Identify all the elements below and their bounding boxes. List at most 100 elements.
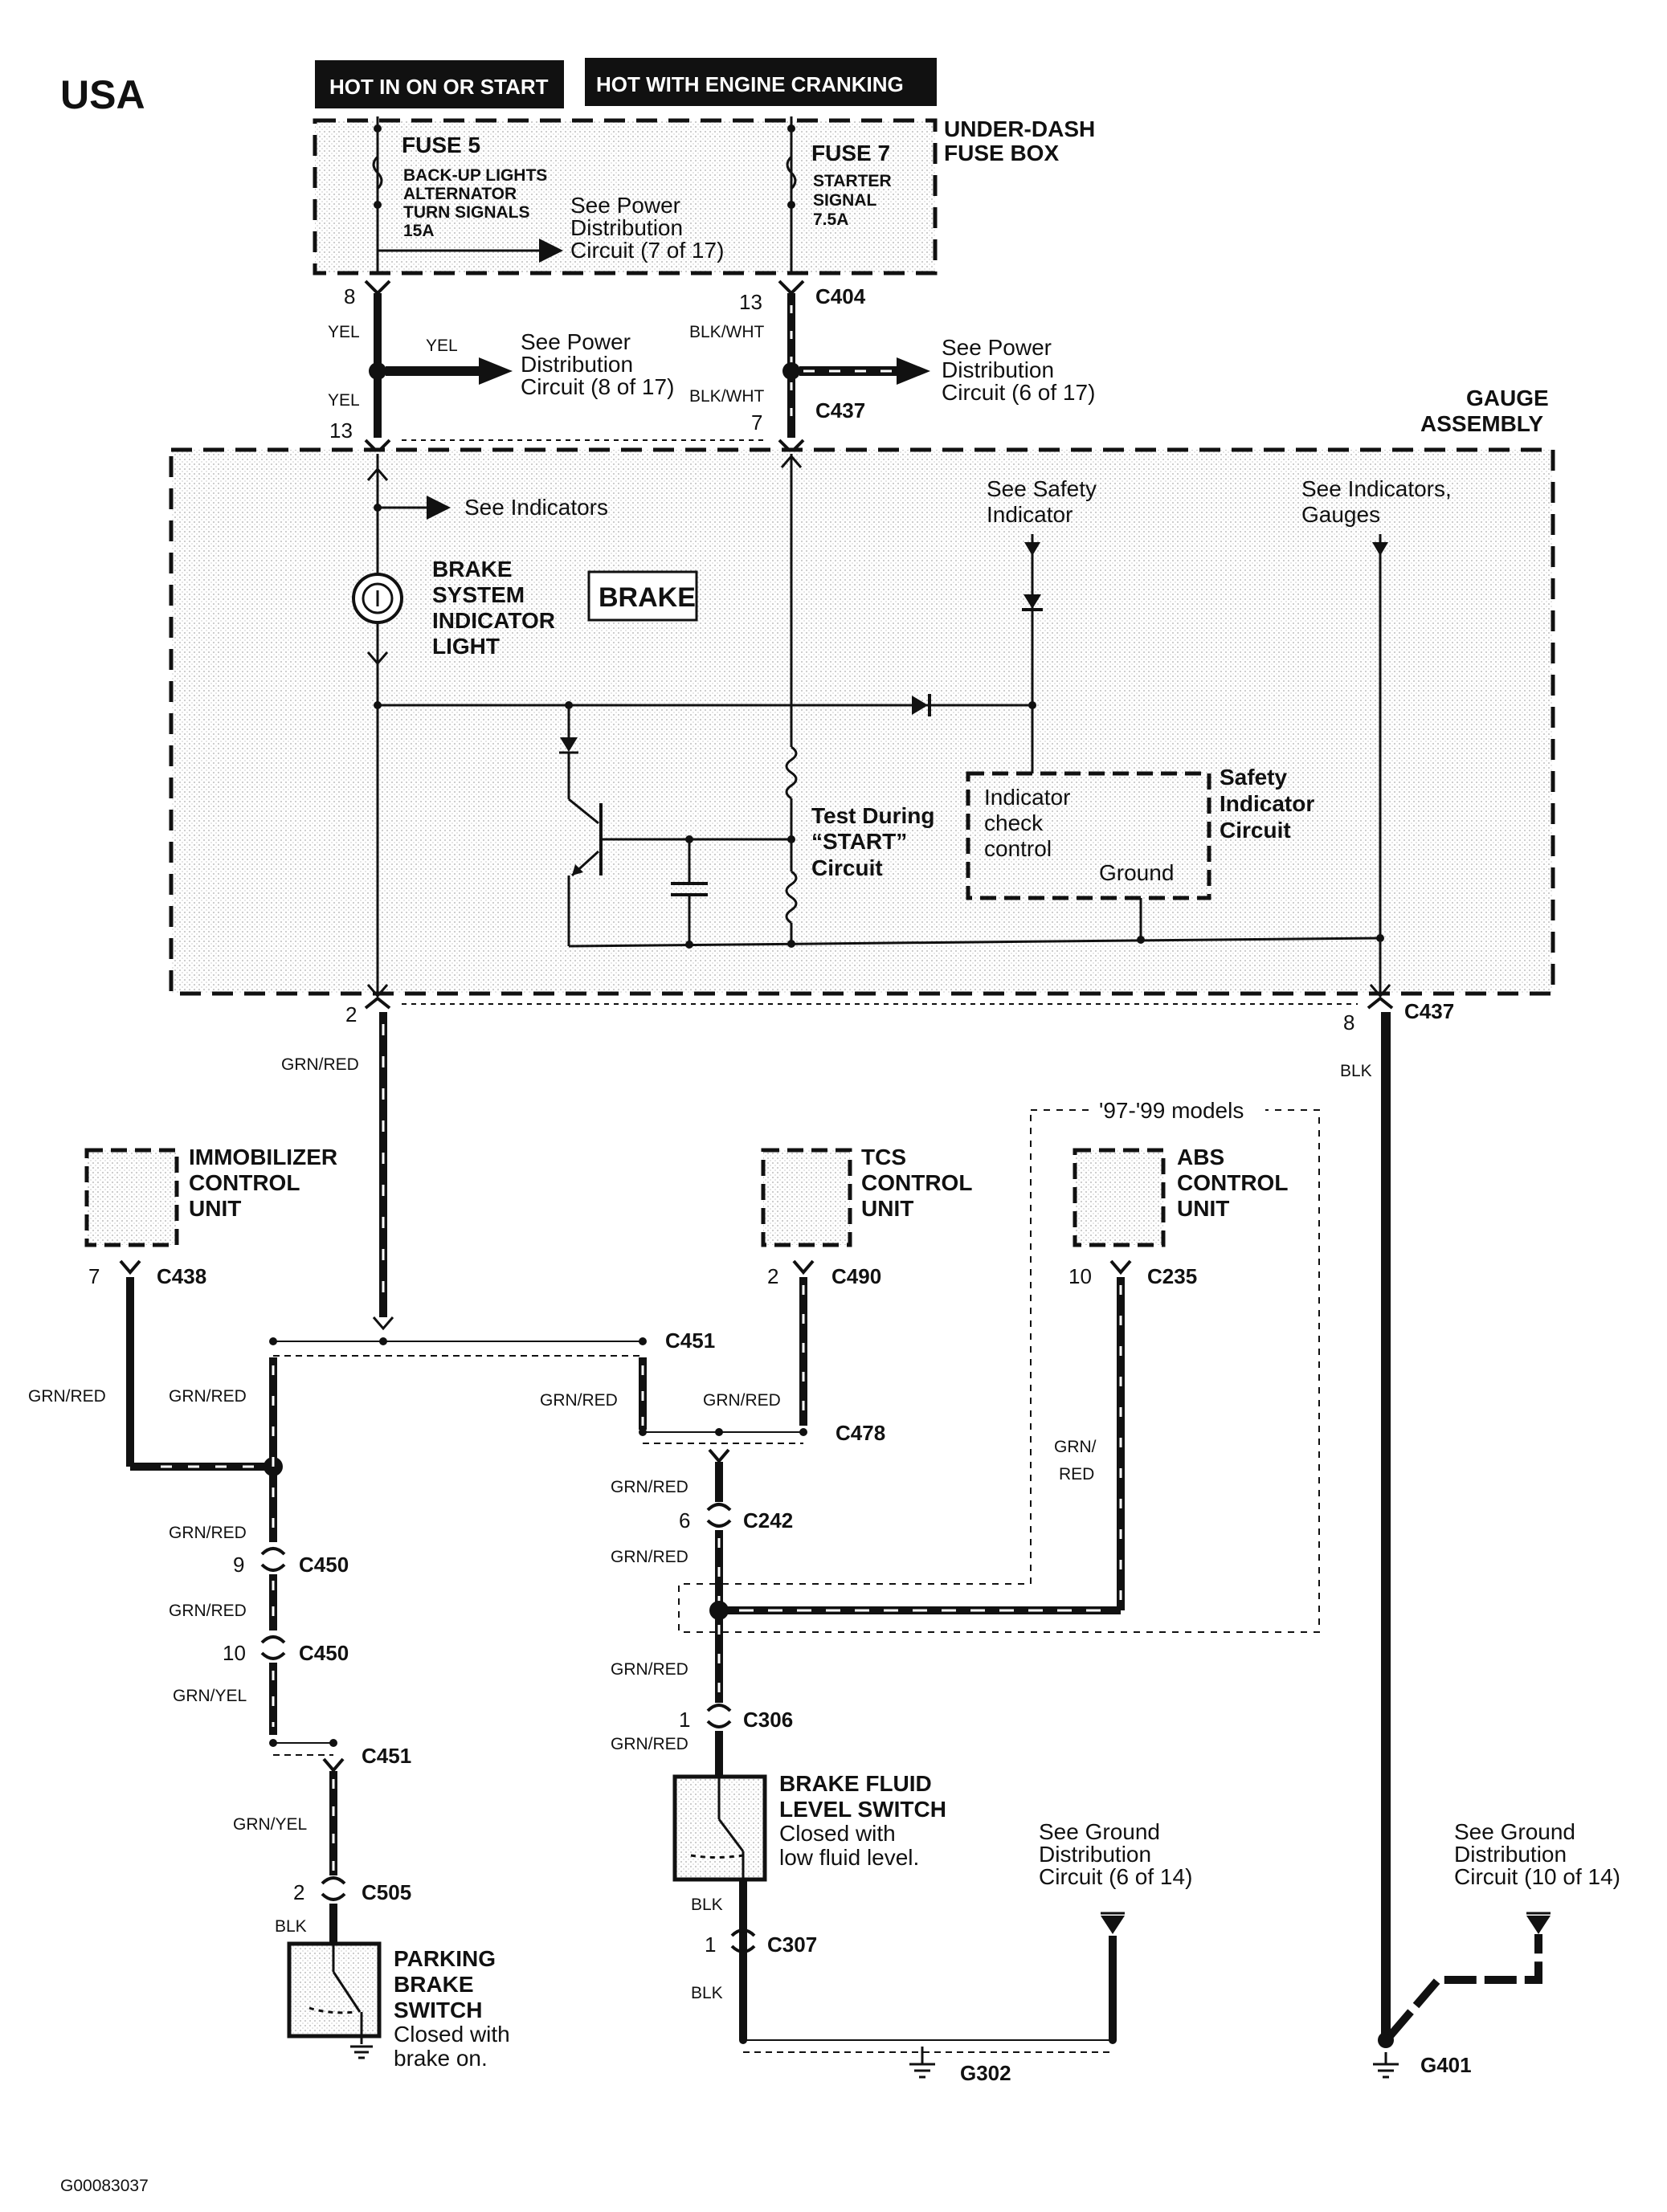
diode-transistor-icon (560, 737, 578, 752)
c490-connector-icon (792, 1259, 815, 1275)
hot-cranking-label: HOT WITH ENGINE CRANKING (596, 72, 904, 96)
safety-circuit-line1: Safety (1220, 765, 1287, 790)
c490-label: C490 (831, 1264, 881, 1288)
safety-circuit-line3: Circuit (1220, 818, 1291, 843)
brake-light-line4: LIGHT (432, 634, 500, 659)
gauge-ground-bus (568, 937, 1381, 948)
c437-bottom-label: C437 (1404, 999, 1454, 1023)
parking-line4: Closed with (394, 2022, 510, 2047)
see-power-7-line3: Circuit (7 of 17) (570, 238, 724, 263)
brake-badge-text: BRAKE (599, 582, 696, 613)
wire-blk-c307a: BLK (691, 1896, 723, 1914)
wire-yel-c: YEL (328, 391, 360, 410)
wire-grnyel-c505: GRN/YEL (233, 1815, 307, 1834)
fuse7-line-2: SIGNAL (813, 191, 877, 210)
brake-fluid-line1: BRAKE FLUID (779, 1771, 932, 1796)
c404-pin8-connector-icon (364, 280, 391, 296)
c307-connector-icon (730, 1928, 756, 1937)
parking-line5: brake on. (394, 2046, 488, 2071)
see-power-8-line2: Distribution (521, 352, 633, 377)
safety-indicator-circuit-box (966, 771, 1211, 900)
fuse5-name: FUSE 5 (402, 133, 480, 157)
gauge-assembly-box (169, 447, 1555, 996)
parking-line3: SWITCH (394, 1998, 482, 2022)
see-power-7-line2: Distribution (570, 215, 683, 240)
parking-line2: BRAKE (394, 1972, 474, 1997)
pin-8-top: 8 (344, 284, 355, 308)
pin-7-c438: 7 (88, 1264, 100, 1288)
c478-connector-icon (708, 1448, 730, 1464)
c235-connector-icon (1109, 1259, 1132, 1275)
blk-wht-splice (782, 362, 800, 380)
pin-13-c437: 13 (329, 418, 353, 443)
brake-light-line1: BRAKE (432, 557, 513, 582)
indicator-check-line3: control (984, 836, 1052, 861)
brake-fluid-line3: Closed with (779, 1821, 896, 1846)
wire-grnred-c450a: GRN/RED (169, 1524, 247, 1542)
see-indicators-text: See Indicators (464, 495, 608, 520)
models-97-99-region (678, 1109, 1320, 1633)
test-start-line3: Circuit (811, 855, 883, 880)
fuse5-line-3: TURN SIGNALS (403, 203, 530, 222)
wire-blk-park: BLK (275, 1917, 307, 1936)
c438-connector-icon (119, 1259, 141, 1275)
fuse5-line-2: ALTERNATOR (403, 185, 517, 203)
c505-label: C505 (362, 1880, 411, 1904)
c235-label: C235 (1147, 1264, 1197, 1288)
fuse7-line-3: 7.5A (813, 210, 848, 229)
see-power-7-line1: See Power (570, 193, 680, 218)
brake-light-line2: SYSTEM (432, 582, 525, 607)
pin-7-c437: 7 (751, 410, 762, 435)
fuse7-line-1: STARTER (813, 172, 892, 190)
indicator-check-line1: Indicator (984, 785, 1070, 810)
wire-grnred-abs2: RED (1059, 1465, 1094, 1484)
wire-grnyel-c450: GRN/YEL (173, 1687, 247, 1705)
resistor-lower-icon (785, 870, 798, 924)
fuse7-name: FUSE 7 (811, 141, 890, 165)
wire-grnred-tcs: GRN/RED (703, 1391, 781, 1410)
pin-2-c490: 2 (767, 1264, 778, 1288)
wire-grnred-abs1: GRN/ (1054, 1438, 1097, 1456)
see-power-6-line1: See Power (942, 335, 1052, 360)
brake-indicator-badge (587, 570, 698, 622)
see-power-8-line3: Circuit (8 of 17) (521, 374, 674, 399)
immobilizer-control-unit (84, 1148, 179, 1247)
pin-8-gauge: 8 (1343, 1010, 1354, 1035)
wire-blk-g401: BLK (1340, 1062, 1372, 1080)
c450-a-label: C450 (299, 1553, 349, 1577)
test-start-line1: Test During (811, 803, 934, 828)
models-note: '97-'99 models (1099, 1098, 1244, 1123)
g401-label: G401 (1420, 2053, 1472, 2077)
wire-grnred-c451: GRN/RED (540, 1391, 618, 1410)
yel-splice (369, 362, 386, 380)
c404-pin13-connector-icon (778, 280, 805, 296)
tcs-line1: TCS (861, 1145, 906, 1169)
diode-safety-icon (1023, 594, 1041, 609)
abs-control-unit (1073, 1148, 1166, 1247)
c505-connector-icon (321, 1876, 346, 1885)
see-ind-gauges-line2: Gauges (1301, 502, 1380, 527)
see-ground-6-line2: Distribution (1039, 1842, 1151, 1867)
under-dash-fuse-box (313, 118, 938, 275)
c404-label: C404 (815, 284, 866, 308)
resistor-upper-icon (785, 745, 798, 800)
g302-label: G302 (960, 2061, 1011, 2085)
see-ground-10-line1: See Ground (1454, 1819, 1575, 1844)
fluid-switch-contact-icon (717, 1818, 745, 1852)
c450b-connector-icon (260, 1635, 286, 1644)
wire-blkwht-a: BLK/WHT (689, 323, 765, 341)
pin-2-c505: 2 (293, 1880, 304, 1904)
fuse-box-title-2: FUSE BOX (944, 141, 1059, 165)
wire-grnred-c242b: GRN/RED (611, 1548, 688, 1566)
fuse7-symbol-icon (786, 155, 797, 190)
see-ground-10-line3: Circuit (10 of 14) (1454, 1864, 1620, 1889)
abs-line2: CONTROL (1177, 1170, 1288, 1195)
c437-top-label: C437 (815, 398, 865, 422)
c437-pin8-connector-icon (1367, 996, 1394, 1010)
hot-cranking-header (585, 58, 937, 106)
immobilizer-line3: UNIT (189, 1196, 241, 1221)
c450a-connector-icon (260, 1547, 286, 1556)
c242-connector-icon (706, 1503, 732, 1512)
g401-jumper-wire (1387, 1934, 1542, 2039)
